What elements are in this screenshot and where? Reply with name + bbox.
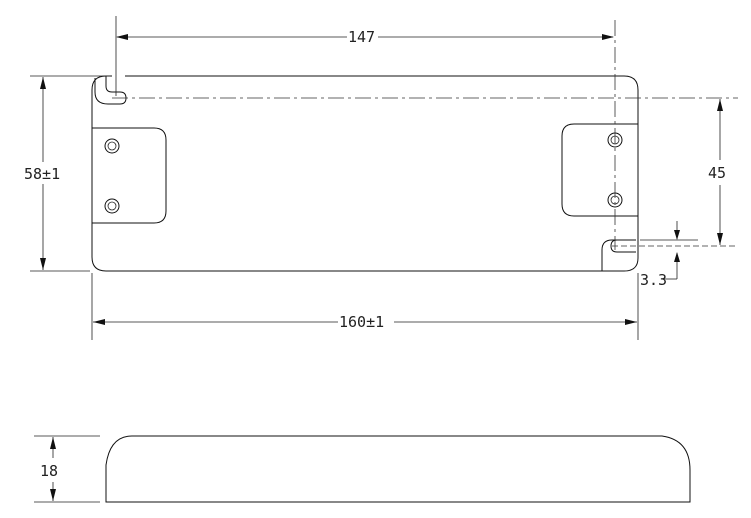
dim-147: 147 [115, 16, 614, 96]
dim-18: 18 [34, 435, 100, 503]
left-upper-hole [104, 138, 120, 154]
dim-18-label: 18 [40, 462, 58, 480]
dim-3-3-label: 3.3 [640, 271, 667, 289]
dim-58: 58±1 [24, 75, 110, 272]
top-view-outline [91, 75, 639, 272]
right-slot-inner [610, 239, 636, 253]
dim-160: 160±1 [91, 273, 639, 340]
side-view [105, 435, 691, 503]
dim-3-3: 3.3 [640, 221, 698, 289]
top-view [91, 20, 738, 272]
left-lower-hole [104, 198, 120, 214]
dim-45-label: 45 [708, 164, 726, 182]
left-mount-tab [92, 127, 167, 224]
dim-160-label: 160±1 [339, 313, 384, 331]
dim-45: 45 [708, 99, 726, 245]
dim-58-label: 58±1 [24, 165, 60, 183]
left-slot-notch [94, 76, 127, 105]
side-view-outline [105, 435, 691, 503]
dim-147-label: 147 [348, 28, 375, 46]
right-slot-notch [601, 239, 636, 271]
right-mount-tab [561, 123, 638, 217]
